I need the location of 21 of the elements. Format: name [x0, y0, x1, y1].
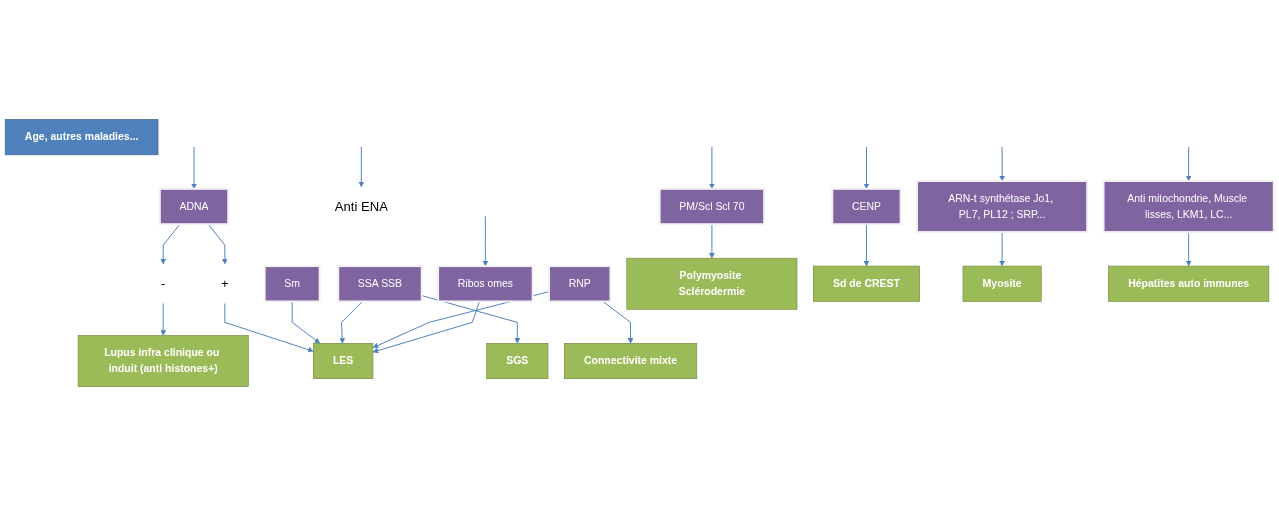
node-box: LES [312, 343, 374, 379]
node-box: ARN-t synthétase Jo1, PL7, PL12 ; SRP... [916, 180, 1089, 234]
node-box: Polymyosite Sclérodermie [626, 257, 798, 310]
node-text: + [221, 276, 229, 291]
node-box: CENP [831, 187, 902, 226]
node-box: Ribos omes [437, 265, 534, 303]
node-text: Anti ENA [334, 199, 388, 214]
node-text: - [161, 276, 166, 291]
node-box: RNP [548, 265, 612, 303]
node-box: PM/Scl Scl 70 [658, 187, 766, 226]
node-box: SGS [486, 343, 549, 379]
node-box: ADNA [158, 187, 230, 226]
node-box: Sd de CREST [813, 265, 920, 302]
node-box: Anti mitochondrie, Muscle lisses, LKM1, LC... [1102, 180, 1275, 234]
node-box: SSA SSB [337, 265, 423, 303]
node-box: Lupus infra clinique ou induit (anti histones+) [77, 335, 249, 387]
node-box: Hépatites auto immunes [1108, 265, 1270, 302]
node-box: Myosite [962, 265, 1042, 302]
node-box: Connectivite mixte [564, 343, 698, 379]
node-box: Sm [263, 265, 321, 303]
node-box: Age, autres maladies... [4, 119, 159, 156]
